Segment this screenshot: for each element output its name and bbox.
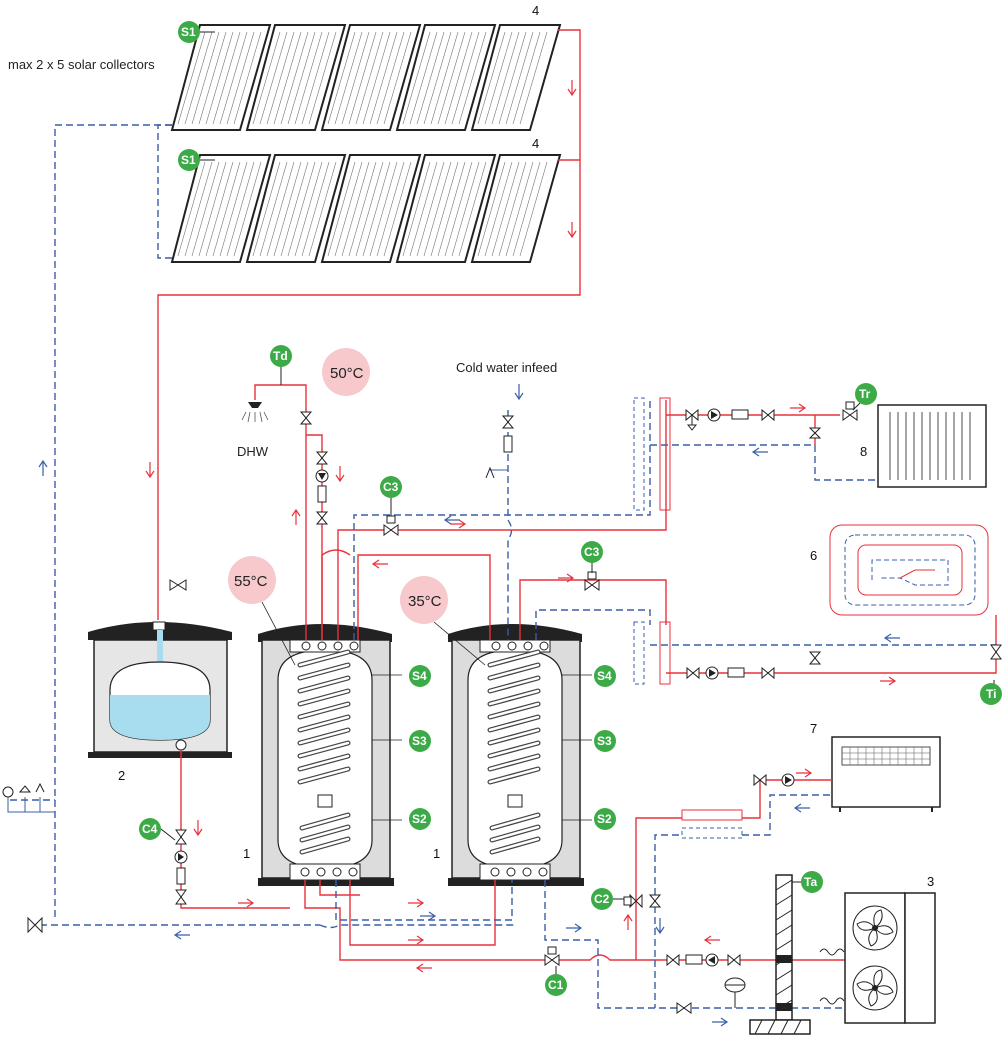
vessel-outlet-piping [174,750,290,909]
sensor-s1-top: S1 [178,21,215,43]
svg-text:S2: S2 [412,812,427,826]
label-1-right: 1 [433,846,440,861]
collector-piping [38,29,581,920]
label-4-top: 4 [532,3,539,18]
svg-text:Ti: Ti [986,687,996,701]
svg-text:Ta: Ta [804,875,817,889]
svg-text:S1: S1 [181,25,196,39]
svg-text:S4: S4 [412,669,427,683]
svg-text:S3: S3 [412,734,427,748]
storage-tank-left [258,624,402,886]
expansion-vessel [88,621,232,758]
return-line-left [27,916,515,940]
svg-text:Td: Td [273,349,288,363]
sensor-s2-right: S2 [594,808,616,830]
temp-55-text: 55°C [234,573,268,590]
solar-collector-row-top [170,24,562,131]
svg-text:C2: C2 [594,892,610,906]
temp-35-text: 35°C [408,593,442,610]
sensor-s3-right: S3 [594,730,616,752]
solar-collector-row-bottom [170,154,562,263]
sensor-c4: C4 [139,818,176,841]
sensor-c3-top: C3 [380,476,402,516]
label-6: 6 [810,548,817,563]
building-wall [749,874,811,1035]
underfloor-heating-loop [829,524,989,616]
fan-coil-unit [831,736,941,812]
dhw-label: DHW [237,444,269,459]
sensor-c2: C2 [591,888,624,910]
label-8: 8 [860,444,867,459]
svg-text:S3: S3 [597,734,612,748]
cold-water-label: Cold water infeed [456,360,557,375]
sensor-ti: Ti [980,680,1002,705]
svg-text:S4: S4 [597,669,612,683]
radiator-circuit-piping [321,397,880,640]
svg-text:S1: S1 [181,153,196,167]
svg-text:Tr: Tr [859,387,871,401]
sensor-ta: Ta [792,871,823,893]
svg-text:S2: S2 [597,812,612,826]
label-3: 3 [927,874,934,889]
sensor-td: Td [270,345,292,385]
safety-group [2,782,55,813]
temp-bubble-50: 50°C [322,348,370,396]
svg-text:C4: C4 [142,822,158,836]
cold-water-infeed [485,384,524,640]
sensor-tr: Tr [852,383,877,411]
sensor-s3-left: S3 [409,730,431,752]
temp-bubble-55: 55°C [228,556,296,666]
sensor-c1: C1 [545,966,567,996]
radiator [877,404,987,488]
solar-ball-valve [169,579,187,591]
heat-pump-piping [238,880,845,1027]
storage-tank-right [448,624,592,886]
sensor-s1-bottom: S1 [178,149,215,171]
sensor-s4-right: S4 [594,665,616,687]
sensor-c3-mid: C3 [581,541,603,573]
label-2: 2 [118,768,125,783]
temp-bubble-35: 35°C [400,576,486,666]
sensor-s2-left: S2 [409,808,431,830]
svg-text:C1: C1 [548,978,564,992]
underfloor-circuit-piping [519,571,1002,686]
temp-50-text: 50°C [330,365,364,382]
label-4-bottom: 4 [532,136,539,151]
fan-coil-piping [635,768,832,895]
heat-pump-outdoor-unit [844,892,936,1024]
svg-text:C3: C3 [383,480,399,494]
label-7: 7 [810,721,817,736]
collectors-note: max 2 x 5 solar collectors [8,57,155,72]
svg-text:C3: C3 [584,545,600,559]
label-1-left: 1 [243,846,250,861]
sensor-s4-left: S4 [409,665,431,687]
